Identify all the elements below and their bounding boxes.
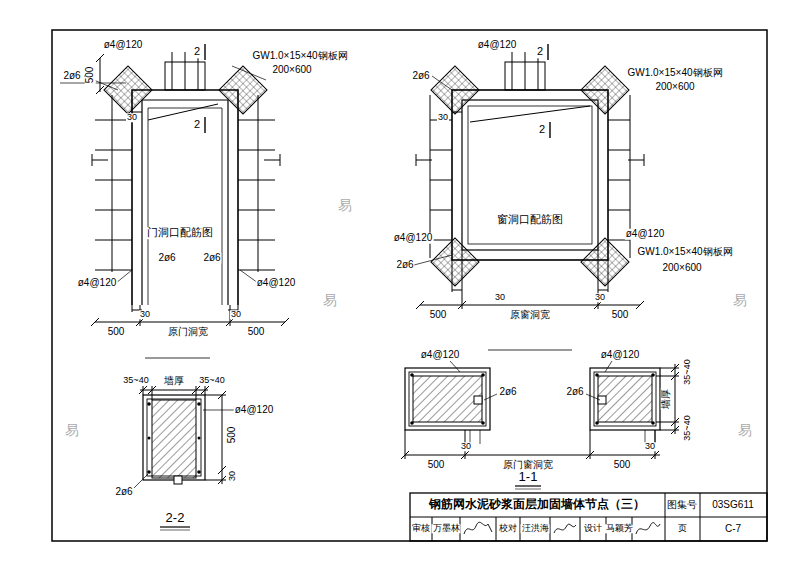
section-mark: 2 [538, 124, 546, 136]
section-mark: 2 [193, 119, 201, 131]
dimension-text: 30 [230, 310, 242, 319]
rebar-note: 2ø6 [565, 387, 584, 398]
title-block-cell: 马颖芳 [605, 524, 634, 533]
mesh-size: 200×600 [271, 65, 312, 76]
steel-mesh [104, 66, 267, 114]
watermark: 易 [64, 423, 80, 438]
rebar-note: ø4@120 [625, 229, 666, 240]
dimension-text: 墙厚 [163, 376, 185, 387]
dimension-text: 墙厚 [661, 388, 672, 410]
dimension-text: 500 [107, 327, 126, 338]
title-block-cell: 图集号 [666, 500, 698, 511]
window-opening-detail [414, 44, 644, 309]
rebar-note: ø4@120 [600, 350, 641, 361]
rebar-note: 2ø6 [395, 260, 414, 271]
drawing-name: 窗洞口配筋图 [496, 214, 564, 226]
rebar-note: 2ø6 [114, 487, 133, 498]
dimension-text: 35~40 [683, 414, 692, 441]
rebar-note: 2ø6 [202, 253, 221, 264]
dimension-text: 35~40 [198, 376, 225, 385]
rebar-note: ø4@120 [477, 40, 518, 51]
dimension-text: 500 [227, 426, 238, 445]
title-block-cell: 03SG611 [711, 500, 755, 511]
title-block-cell: 万墨林 [432, 524, 461, 533]
dimension-text: 500 [611, 310, 630, 321]
drawing-title: 钢筋网水泥砂浆面层加固墙体节点（三） [428, 498, 646, 511]
title-block-cell: 设计 [583, 524, 603, 533]
dimension-text: 30 [126, 113, 138, 122]
section-title: 2-2 [165, 511, 186, 525]
section-mark: 2 [536, 46, 544, 58]
dimension-text: 500 [85, 66, 96, 85]
dimension-text: 500 [427, 460, 446, 471]
dimension-text: 原门窗洞宽 [502, 460, 554, 471]
mesh-note: GW1.0×15×40钢板网 [251, 51, 348, 62]
steel-mesh [431, 66, 629, 286]
watermark: 易 [322, 293, 338, 308]
title-block-cell: 校对 [498, 524, 518, 533]
dimension-text: 30 [228, 470, 237, 482]
dimension-text: 30 [494, 293, 506, 302]
title-block-cell: 页 [677, 524, 688, 533]
rebar-note: ø4@120 [420, 350, 461, 361]
watermark: 易 [337, 198, 353, 213]
title-block [410, 493, 767, 541]
drawing-name: 门洞口配筋图 [146, 227, 214, 239]
rebar-note: 2ø6 [62, 71, 81, 82]
dimension-text: 500 [429, 310, 448, 321]
title-block-cell: 审核 [411, 524, 431, 533]
rebar-note: 2ø6 [157, 253, 176, 264]
dimension-text: 30 [460, 442, 472, 451]
dimension-text: 35~40 [122, 376, 149, 385]
dimension-text: 30 [594, 293, 606, 302]
title-block-cell: C-7 [724, 524, 742, 535]
rebar-note: ø4@120 [256, 278, 297, 289]
rebar-note: ø4@120 [77, 278, 118, 289]
mesh-size: 200×600 [654, 82, 695, 93]
mesh-note: GW1.0×15×40钢板网 [636, 247, 733, 258]
section-mark: 2 [193, 46, 201, 58]
dimension-text: 500 [613, 460, 632, 471]
section-1-1 [401, 350, 679, 489]
dimension-text: 30 [437, 113, 449, 122]
dimension-text: 35~40 [683, 358, 692, 385]
rebar-note: 2ø6 [498, 387, 517, 398]
title-block-cell: 汪洪海 [521, 524, 550, 533]
dimension-text: 500 [247, 327, 266, 338]
mesh-size: 200×600 [661, 263, 702, 274]
rebar-note: ø4@120 [393, 233, 434, 244]
dimension-text: 30 [139, 310, 151, 319]
dimension-text: 原窗洞宽 [509, 310, 551, 321]
dimension-text: 30 [644, 442, 656, 451]
section-title: 1-1 [518, 470, 539, 484]
watermark: 易 [737, 423, 753, 438]
mesh-note: GW1.0×15×40钢板网 [626, 68, 723, 79]
rebar-note: 2ø6 [411, 71, 430, 82]
door-opening-detail [60, 44, 289, 326]
sheet-frame [52, 30, 767, 541]
watermark: 易 [732, 293, 748, 308]
rebar-note: ø4@120 [103, 40, 144, 51]
dimension-text: 原门洞宽 [167, 327, 209, 338]
rebar-note: ø4@120 [234, 405, 275, 416]
